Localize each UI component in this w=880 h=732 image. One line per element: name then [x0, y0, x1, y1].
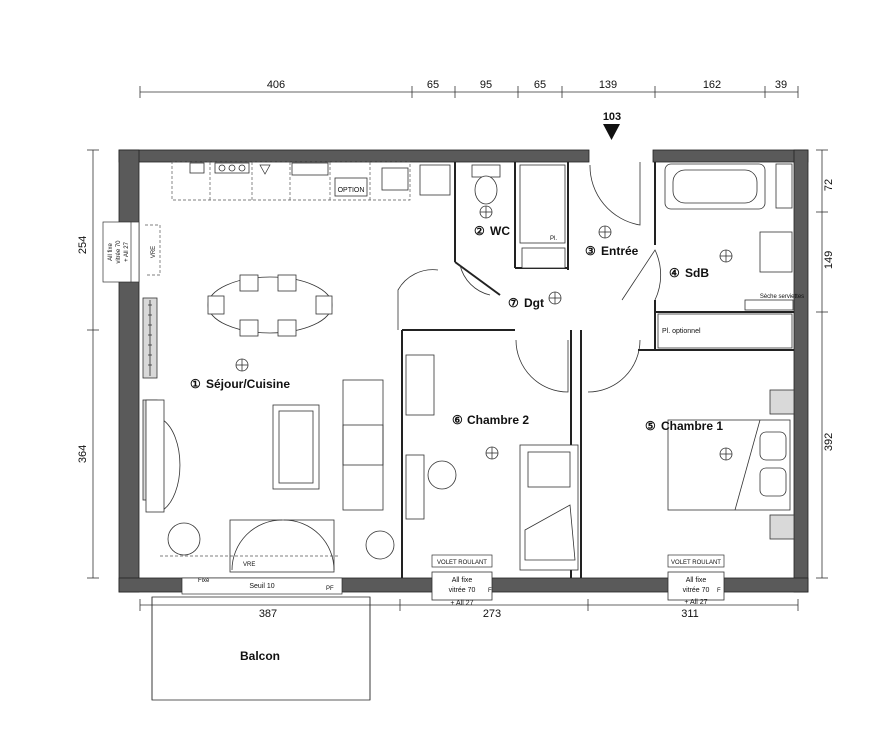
- pl-optionnel-label: Pl. optionnel: [662, 328, 701, 335]
- dim-top-2: 65: [427, 79, 439, 91]
- win2-line-1: All fixe: [452, 577, 473, 584]
- storage-closet: [519, 164, 566, 244]
- bathtub-icon: [664, 163, 766, 210]
- bottom-windows: VOLET ROULANT All fixe vitrée 70 F + All…: [431, 554, 725, 607]
- win3-line-1: All fixe: [686, 577, 707, 584]
- washing-machine-icon: [419, 164, 451, 196]
- dgt-label: Dgt: [524, 296, 544, 310]
- option-box: [334, 177, 368, 197]
- chambre2-label: Chambre 2: [467, 413, 529, 427]
- armchair: [167, 522, 201, 556]
- win3-line-2: vitrée 70: [683, 587, 710, 594]
- bottom-dimension-line: 387 273 311: [139, 599, 799, 620]
- coffee-table: [272, 404, 320, 490]
- toilet-icon: [474, 175, 498, 205]
- wardrobe: [405, 354, 435, 416]
- chambre1-label: Chambre 1: [661, 419, 723, 433]
- dim-right-2: 149: [823, 251, 835, 269]
- cooktop-icon: [214, 162, 250, 174]
- balcon-label: Balcon: [240, 649, 280, 663]
- dim-right-3: 392: [823, 433, 835, 451]
- left-window: All fixe vitrée 70 + All 27 VRE: [102, 221, 161, 283]
- entree-num: ③: [585, 244, 596, 258]
- chambre1-num: ⑤: [645, 419, 656, 433]
- vre-bottom-label: VRE: [243, 562, 255, 568]
- bed-chambre2: [519, 444, 579, 571]
- dim-left-1: 254: [77, 236, 89, 254]
- plant-icon: [365, 530, 395, 560]
- left-window-line-1: All fixe: [108, 243, 114, 261]
- boiler-icon: [381, 167, 409, 191]
- dgt-num: ⑦: [508, 296, 519, 310]
- optional-closet: Pl. optionnel: [657, 313, 793, 349]
- dim-top-5: 139: [599, 79, 617, 91]
- right-dimension-line: 72 149 392: [816, 149, 835, 579]
- dim-bottom-2: 273: [483, 608, 501, 620]
- fixe-label: Fixe: [198, 578, 210, 584]
- sejour-label: Séjour/Cuisine: [206, 377, 290, 391]
- bathroom-fixtures: Sèche serviettes: [664, 163, 804, 311]
- wc-fixtures: Pl.: [419, 164, 566, 269]
- sink-icon: [291, 162, 329, 176]
- dim-top-1: 406: [267, 79, 285, 91]
- washbasin-icon: [759, 231, 793, 273]
- dim-top-4: 65: [534, 79, 546, 91]
- wc-label: WC: [490, 224, 510, 238]
- win2-line-2: vitrée 70: [449, 587, 476, 594]
- seche-label: Sèche serviettes: [760, 294, 804, 300]
- doors: 103: [397, 111, 661, 393]
- chambre1-furniture: [667, 389, 795, 540]
- vre-left-label: VRE: [151, 246, 157, 258]
- pl-wc-label: Pl.: [550, 236, 557, 242]
- win2-f: F: [488, 588, 492, 594]
- entree-label: Entrée: [601, 244, 639, 258]
- left-window-line-3: + All 27: [124, 241, 130, 262]
- left-window-line-2: vitrée 70: [116, 240, 122, 264]
- room-labels: ① Séjour/Cuisine ② WC ③ Entrée ④ SdB ⑤ C…: [190, 224, 723, 433]
- left-dimension-line: 254 364: [77, 149, 99, 579]
- wc-num: ②: [474, 224, 485, 238]
- sdb-label: SdB: [685, 266, 709, 280]
- dim-top-6: 162: [703, 79, 721, 91]
- win2-line-3: + All 27: [450, 600, 473, 607]
- exterior-walls: [118, 149, 809, 593]
- top-dimension-line: 406 65 95 65 139 162 39: [139, 79, 799, 98]
- option-label: OPTION: [338, 187, 365, 194]
- sejour-num: ①: [190, 377, 201, 391]
- sdb-num: ④: [669, 266, 680, 280]
- dim-bottom-1: 387: [259, 608, 277, 620]
- pf-label: PF: [326, 586, 334, 592]
- interior-walls: [401, 162, 794, 578]
- seuil-label: Seuil 10: [249, 583, 274, 590]
- dim-top-7: 39: [775, 79, 787, 91]
- volet-1-label: VOLET ROULANT: [437, 560, 487, 566]
- balcony: Fixe Seuil 10 PF Balcon: [151, 577, 371, 701]
- dim-left-2: 364: [77, 445, 89, 463]
- chambre2-num: ⑥: [452, 413, 463, 427]
- kitchen-counter: OPTION: [171, 161, 411, 201]
- win3-line-3: + All 27: [684, 599, 707, 606]
- sofa: [342, 379, 384, 511]
- entrance-arrow-icon: [603, 124, 620, 140]
- entrance-width: 103: [603, 111, 621, 123]
- light-points: [548, 225, 612, 305]
- fridge-icon: [189, 162, 205, 174]
- dim-right-1: 72: [823, 179, 835, 191]
- dining-table: [207, 274, 333, 372]
- desk: [405, 454, 425, 520]
- chambre2-furniture: [405, 354, 579, 571]
- win3-f: F: [717, 588, 721, 594]
- living-area: VRE: [145, 379, 395, 573]
- volet-2-label: VOLET ROULANT: [671, 560, 721, 566]
- dim-top-3: 95: [480, 79, 492, 91]
- dim-bottom-3: 311: [681, 608, 699, 620]
